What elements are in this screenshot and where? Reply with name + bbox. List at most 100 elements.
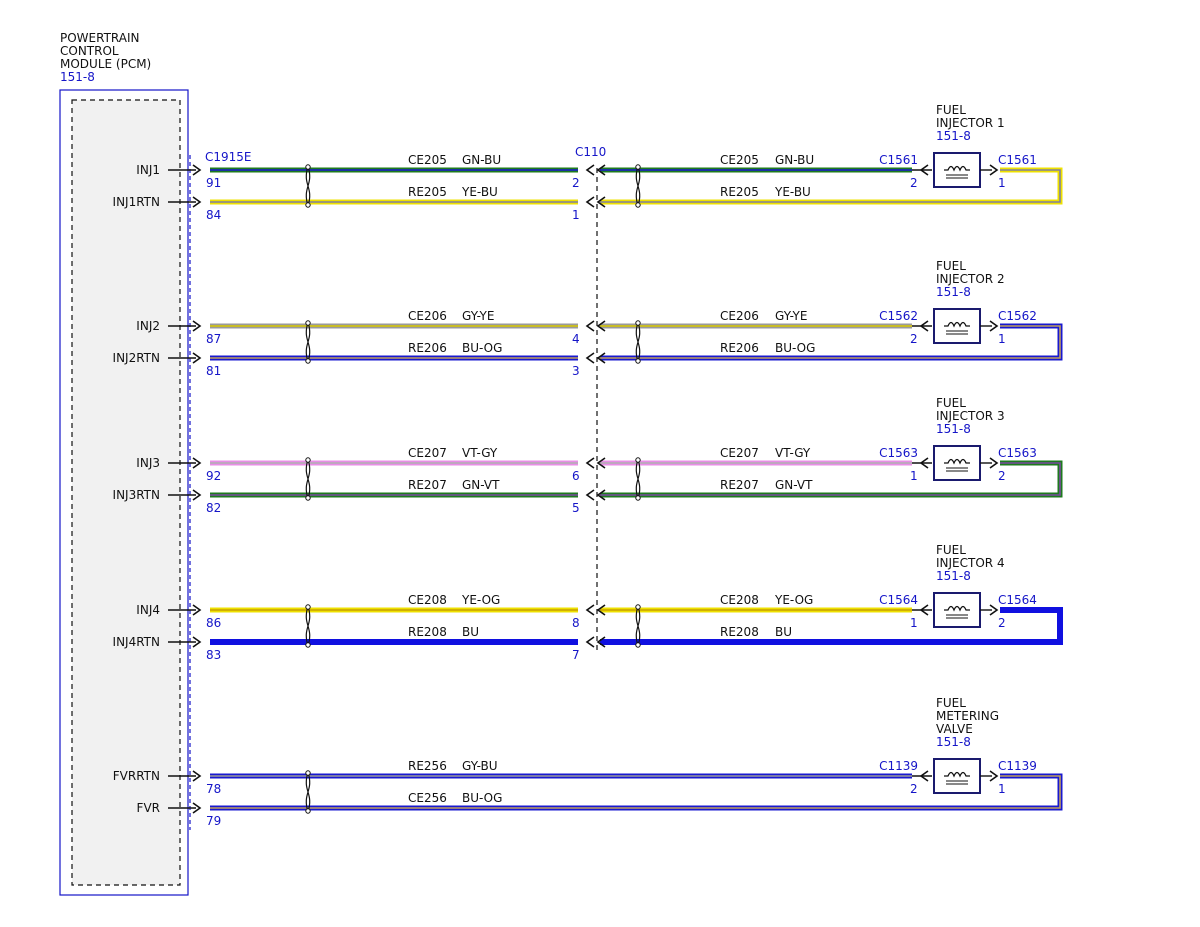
device-1-connector-left: C1561 — [879, 153, 918, 167]
device-4-title-line-2: INJECTOR 4 — [936, 556, 1005, 570]
inline-arrow-left-0 — [585, 164, 595, 176]
color-label-a-1: YE-BU — [461, 185, 498, 199]
pcm-arrow-5 — [192, 489, 202, 501]
color-label-a-2: GY-YE — [462, 309, 494, 323]
device-3-title-line-1: FUEL — [936, 396, 966, 410]
color-label-a-6: YE-OG — [461, 593, 500, 607]
inline-pin-1: 1 — [572, 208, 580, 222]
device-5-title-line-3: VALVE — [936, 722, 973, 736]
pcm-arrow-0 — [192, 164, 202, 176]
inline-pin-4: 4 — [572, 332, 580, 346]
color-label-b-3: BU-OG — [775, 341, 815, 355]
signal-label-inj4rtn: INJ4RTN — [113, 635, 160, 649]
device-4-connector-right: C1564 — [998, 593, 1037, 607]
twist-dot-top-0-0 — [305, 164, 311, 170]
pcm-pin-78: 78 — [206, 782, 221, 796]
pcm-arrow-1 — [192, 196, 202, 208]
device-2-connector-right: C1562 — [998, 309, 1037, 323]
device-5-pin-left: 2 — [910, 782, 918, 796]
signal-label-fvrrtn: FVRRTN — [113, 769, 160, 783]
inline-pin-6: 6 — [572, 469, 580, 483]
pcm-arrow-4 — [192, 457, 202, 469]
pcm-pin-86: 86 — [206, 616, 221, 630]
device-2-return-loop-stripe — [912, 325, 1061, 359]
device-5-coil-icon — [944, 771, 970, 778]
inline-arrow-right-7 — [596, 636, 606, 648]
pcm-arrow-7 — [192, 636, 202, 648]
device-1-pin-right: 1 — [998, 176, 1006, 190]
device-3-return-loop-stripe — [912, 462, 1061, 496]
pcm-arrow-3 — [192, 352, 202, 364]
signal-label-inj3: INJ3 — [136, 456, 160, 470]
signal-label-inj2: INJ2 — [136, 319, 160, 333]
twist-marker-1-0 — [305, 321, 311, 363]
signal-label-inj1rtn: INJ1RTN — [113, 195, 160, 209]
device-2-pin-right: 1 — [998, 332, 1006, 346]
inline-pin-2: 2 — [572, 176, 580, 190]
color-label-a-5: GN-VT — [462, 478, 500, 492]
inline-arrow-left-6 — [585, 604, 595, 616]
device-5-connector-left: C1139 — [879, 759, 918, 773]
circuit-label-a-1: RE205 — [408, 185, 447, 199]
device-2-arrow-right — [989, 320, 999, 332]
device-4-pin-right: 2 — [998, 616, 1006, 630]
color-label-b-1: YE-BU — [774, 185, 811, 199]
device-5-pin-right: 1 — [998, 782, 1006, 796]
circuit-label-b-0: CE205 — [720, 153, 759, 167]
color-label-a-0: GN-BU — [462, 153, 501, 167]
device-3-box — [933, 445, 981, 481]
circuit-label-b-7: RE208 — [720, 625, 759, 639]
device-2-arrow-left — [919, 320, 929, 332]
inline-connector-label: C110 — [575, 145, 606, 159]
device-2-coil-icon — [944, 321, 970, 328]
twist-dot-bottom-4-0 — [305, 808, 311, 814]
device-2-title-line-2: INJECTOR 2 — [936, 272, 1005, 286]
twist-dot-top-0-1 — [635, 164, 641, 170]
pcm-arrow-6 — [192, 604, 202, 616]
circuit-label-a-9: CE256 — [408, 791, 447, 805]
device-5-box — [933, 758, 981, 794]
pcm-pin-82: 82 — [206, 501, 221, 515]
twist-marker-4-0 — [305, 771, 311, 813]
inline-arrow-left-2 — [585, 320, 595, 332]
signal-label-inj3rtn: INJ3RTN — [113, 488, 160, 502]
twist-dot-bottom-2-1 — [635, 495, 641, 501]
device-2-ref: 151-8 — [936, 285, 971, 299]
pcm-pin-91: 91 — [206, 176, 221, 190]
device-1-box — [933, 152, 981, 188]
twist-dot-bottom-2-0 — [305, 495, 311, 501]
pcm-pin-79: 79 — [206, 814, 221, 828]
device-3-ref: 151-8 — [936, 422, 971, 436]
twist-dot-top-3-1 — [635, 604, 641, 610]
pcm-pin-87: 87 — [206, 332, 221, 346]
device-5-return-loop-stripe — [912, 775, 1061, 809]
device-2-connector-left: C1562 — [879, 309, 918, 323]
device-5-title-line-2: METERING — [936, 709, 999, 723]
device-3-title-line-2: INJECTOR 3 — [936, 409, 1005, 423]
inline-arrow-right-2 — [596, 320, 606, 332]
device-4-connector-left: C1564 — [879, 593, 918, 607]
inline-pin-7: 7 — [572, 648, 580, 662]
device-3-arrow-right — [989, 457, 999, 469]
inline-arrow-left-7 — [585, 636, 595, 648]
signal-label-inj2rtn: INJ2RTN — [113, 351, 160, 365]
inline-arrow-left-4 — [585, 457, 595, 469]
device-3-coil-icon — [944, 458, 970, 465]
circuit-label-b-2: CE206 — [720, 309, 759, 323]
twist-marker-1-1 — [635, 321, 641, 363]
circuit-label-b-4: CE207 — [720, 446, 759, 460]
device-1-return-loop-stripe — [912, 169, 1061, 203]
twist-dot-top-1-0 — [305, 320, 311, 326]
pcm-pin-83: 83 — [206, 648, 221, 662]
pcm-module: POWERTRAIN CONTROL MODULE (PCM) 151-8 C1… — [59, 31, 252, 896]
signal-label-fvr: FVR — [137, 801, 160, 815]
color-label-a-9: BU-OG — [462, 791, 502, 805]
pcm-connector-label: C1915E — [205, 150, 252, 164]
color-label-a-3: BU-OG — [462, 341, 502, 355]
color-label-b-5: GN-VT — [775, 478, 813, 492]
color-label-b-2: GY-YE — [775, 309, 807, 323]
inline-arrow-left-5 — [585, 489, 595, 501]
circuit-label-a-5: RE207 — [408, 478, 447, 492]
